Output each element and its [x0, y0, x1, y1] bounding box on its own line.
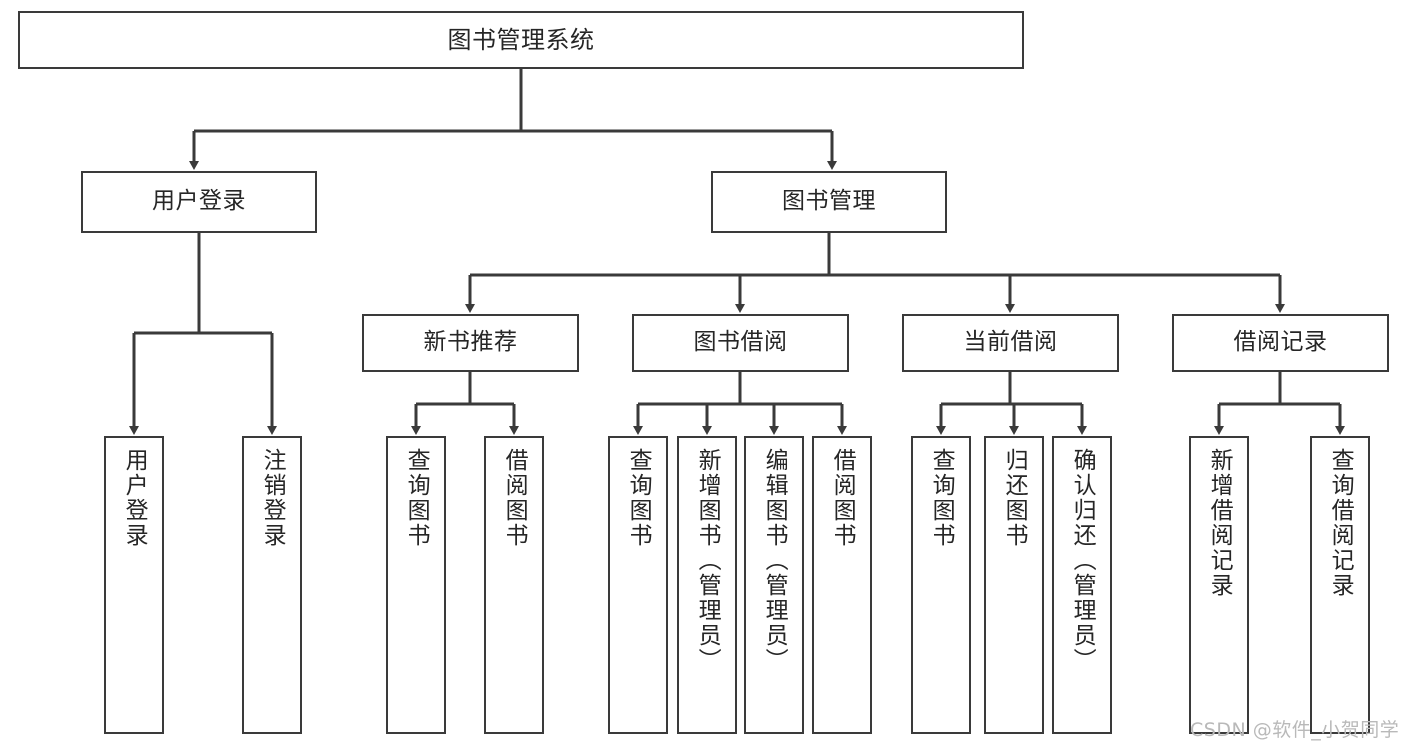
- leaf-user-login-label: 用户登录: [121, 448, 148, 548]
- leaf-borrow-book[interactable]: 借阅图书: [812, 436, 872, 734]
- node-book-borrow-label: 图书借阅: [693, 329, 788, 356]
- leaf-logout-label: 注销登录: [259, 448, 286, 548]
- leaf-confirm-return-admin-label: 确认归还（管理员）: [1069, 448, 1096, 673]
- leaf-borrow-book-recommend-label: 借阅图书: [501, 448, 528, 548]
- node-user-login[interactable]: 用户登录: [81, 171, 317, 233]
- node-user-login-label: 用户登录: [152, 188, 246, 215]
- leaf-logout[interactable]: 注销登录: [242, 436, 302, 734]
- node-book-borrow[interactable]: 图书借阅: [632, 314, 849, 372]
- node-current-borrow[interactable]: 当前借阅: [902, 314, 1119, 372]
- leaf-query-book-borrow-label: 查询图书: [625, 448, 652, 548]
- node-current-borrow-label: 当前借阅: [963, 329, 1058, 356]
- node-root[interactable]: 图书管理系统: [18, 11, 1024, 69]
- leaf-edit-book-admin[interactable]: 编辑图书（管理员）: [744, 436, 804, 734]
- node-book-management-label: 图书管理: [782, 188, 876, 215]
- leaf-query-book-recommend-label: 查询图书: [403, 448, 430, 548]
- leaf-add-borrow-record[interactable]: 新增借阅记录: [1189, 436, 1249, 734]
- node-borrow-record[interactable]: 借阅记录: [1172, 314, 1389, 372]
- leaf-query-book-current[interactable]: 查询图书: [911, 436, 971, 734]
- leaf-add-book-admin-label: 新增图书（管理员）: [694, 448, 721, 673]
- leaf-user-login[interactable]: 用户登录: [104, 436, 164, 734]
- leaf-query-borrow-record[interactable]: 查询借阅记录: [1310, 436, 1370, 734]
- leaf-return-book-label: 归还图书: [1001, 448, 1028, 548]
- leaf-query-book-current-label: 查询图书: [928, 448, 955, 548]
- node-book-management[interactable]: 图书管理: [711, 171, 947, 233]
- leaf-add-book-admin[interactable]: 新增图书（管理员）: [677, 436, 737, 734]
- node-borrow-record-label: 借阅记录: [1233, 329, 1328, 356]
- node-new-book-recommendation-label: 新书推荐: [423, 329, 518, 356]
- node-root-label: 图书管理系统: [447, 25, 595, 54]
- leaf-return-book[interactable]: 归还图书: [984, 436, 1044, 734]
- node-new-book-recommendation[interactable]: 新书推荐: [362, 314, 579, 372]
- leaf-add-borrow-record-label: 新增借阅记录: [1206, 448, 1233, 598]
- leaf-query-borrow-record-label: 查询借阅记录: [1327, 448, 1354, 598]
- leaf-borrow-book-label: 借阅图书: [829, 448, 856, 548]
- csdn-watermark: CSDN @软件_小贺同学: [1190, 719, 1400, 741]
- leaf-borrow-book-recommend[interactable]: 借阅图书: [484, 436, 544, 734]
- leaf-query-book-recommend[interactable]: 查询图书: [386, 436, 446, 734]
- leaf-edit-book-admin-label: 编辑图书（管理员）: [761, 448, 788, 673]
- leaf-query-book-borrow[interactable]: 查询图书: [608, 436, 668, 734]
- leaf-confirm-return-admin[interactable]: 确认归还（管理员）: [1052, 436, 1112, 734]
